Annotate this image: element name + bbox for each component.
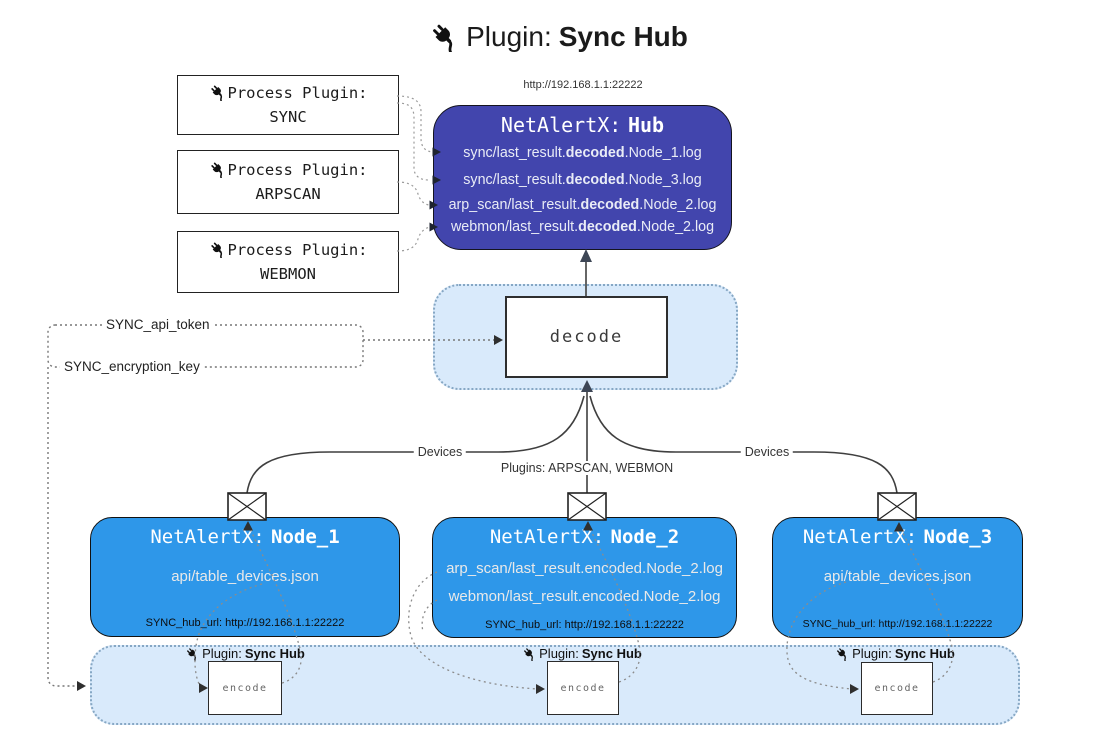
encode-plugin-label-3: Plugin:Sync Hub [835,646,955,661]
title-prefix: Plugin: [466,21,552,52]
node-title: NetAlertX:Node_3 [802,526,993,548]
node-hub-url: SYNC_hub_url: http://192.168.1.1:22222 [485,619,684,631]
node-title: NetAlertX:Node_1 [150,526,340,548]
process-plugin-name: WEBMON [260,265,316,283]
process-plugin-box-sync: Process Plugin: SYNC [177,75,399,135]
envelope-icon [877,492,917,521]
hub-log-line: sync/last_result.decoded.Node_1.log [463,145,702,161]
process-plugin-label: Process Plugin: [227,160,368,179]
plug-icon [429,22,459,52]
process-plugin-name: SYNC [269,108,307,126]
process-plugin-label: Process Plugin: [227,83,368,102]
process-plugin-label: Process Plugin: [227,240,368,259]
hub-log-line: webmon/last_result.decoded.Node_2.log [450,219,715,235]
plug-icon [209,84,226,102]
plug-icon [209,241,226,259]
page-title: Plugin: Sync Hub [0,16,1117,58]
hub-title: NetAlertX:Hub [434,113,731,137]
envelope-icon [227,492,267,521]
node-hub-url: SYNC_hub_url: http://192.168.1.1:22222 [802,618,993,630]
title-name: Sync Hub [558,21,688,52]
process-plugin-name: ARPSCAN [255,185,321,203]
hub-box: NetAlertX:Hub sync/last_result.decoded.N… [433,105,732,250]
encode-box-1: encode [208,661,282,715]
sync-encryption-key-label: SYNC_encryption_key [60,359,204,374]
devices-edge-label-right: Devices [740,445,794,459]
envelope-icon [567,492,607,521]
hub-title-prefix: NetAlertX: [500,113,622,137]
node-line: webmon/last_result.encoded.Node_2.log [448,588,721,605]
hub-log-line: sync/last_result.decoded.Node_3.log [463,172,702,188]
plugins-edge-label: Plugins: ARPSCAN, WEBMON [496,461,678,475]
plugin-to-hub-connectors [396,95,433,252]
encode-box-2: encode [547,661,619,715]
sync-api-token-label: SYNC_api_token [102,317,214,332]
node-box-1: NetAlertX:Node_1 api/table_devices.json … [90,517,400,637]
node-line: api/table_devices.json [171,568,319,585]
hub-title-name: Hub [627,113,665,137]
decode-box: decode [505,296,668,378]
node-box-3: NetAlertX:Node_3 api/table_devices.json … [772,517,1023,638]
encode-box-3: encode [861,662,933,715]
hub-log-line: arp_scan/last_result.decoded.Node_2.log [448,197,717,213]
devices-edge-label-left: Devices [413,445,467,459]
plug-icon [209,161,226,179]
node-title: NetAlertX:Node_2 [489,526,680,548]
encode-plugin-label-1: Plugin:Sync Hub [185,646,305,661]
hub-url-label: http://192.168.1.1:22222 [523,79,643,91]
plug-icon [835,647,849,661]
encode-plugin-label-2: Plugin:Sync Hub [522,646,642,661]
node-box-2: NetAlertX:Node_2 arp_scan/last_result.en… [432,517,737,638]
node-hub-url: SYNC_hub_url: http://192.168.1.1:22222 [145,617,345,629]
node-line: arp_scan/last_result.encoded.Node_2.log [446,560,723,577]
plug-icon [185,647,199,661]
process-plugin-box-webmon: Process Plugin: WEBMON [177,231,399,293]
node-line: api/table_devices.json [823,568,972,585]
process-plugin-box-arpscan: Process Plugin: ARPSCAN [177,150,399,214]
plug-icon [522,647,536,661]
